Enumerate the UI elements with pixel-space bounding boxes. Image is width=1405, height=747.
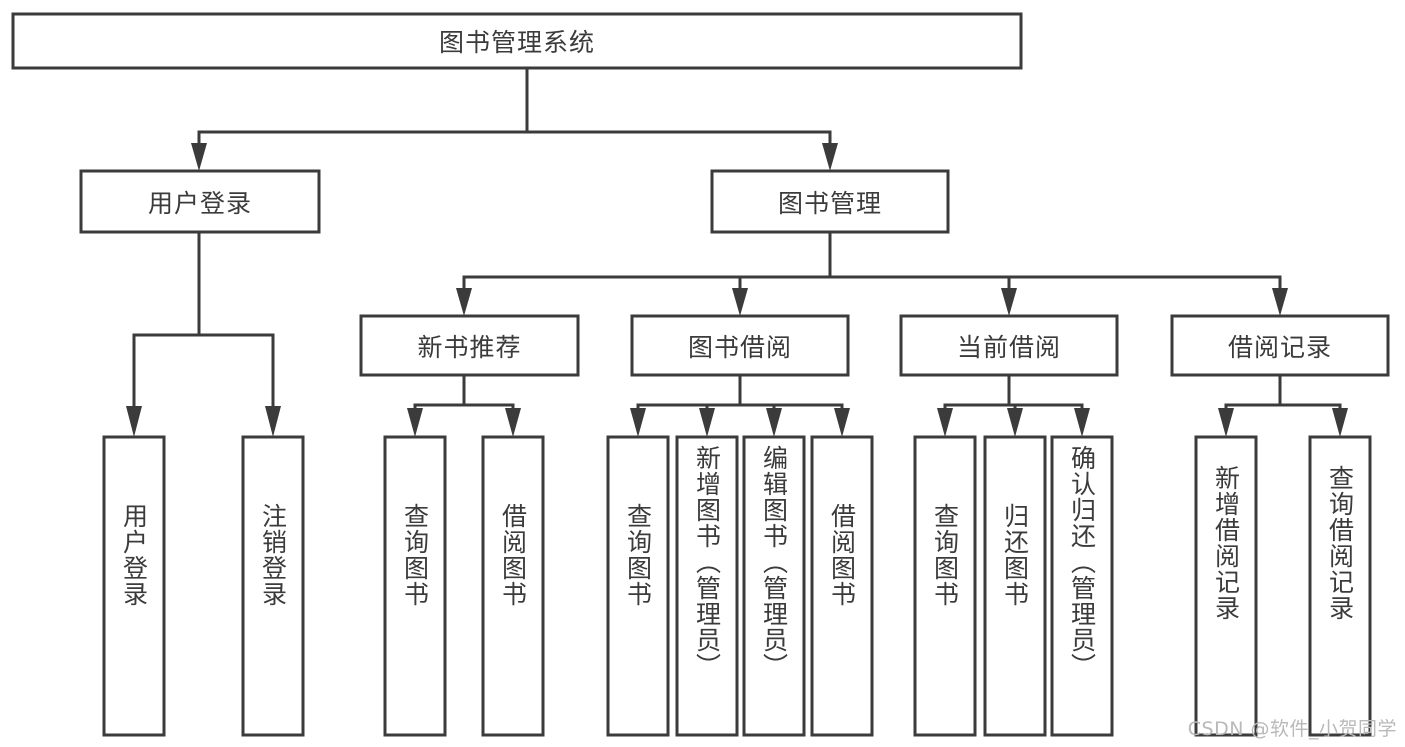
leaf-box-current-borrow-1[interactable] bbox=[983, 435, 1047, 737]
arrowhead-current-borrow-leaf-2 bbox=[1074, 408, 1090, 437]
arrowhead-book-management bbox=[822, 143, 838, 171]
arrowhead-current-borrow-leaf-1 bbox=[1007, 408, 1023, 437]
node-user-login[interactable] bbox=[79, 169, 321, 234]
arrowhead-user-login-leaf-0 bbox=[126, 406, 142, 437]
arrowhead-book-borrow-leaf-3 bbox=[834, 408, 850, 437]
arrowhead-book-borrow-leaf-2 bbox=[766, 408, 782, 437]
leaf-box-borrow-record-1[interactable] bbox=[1308, 435, 1372, 737]
arrowhead-new-book-leaf-0 bbox=[407, 408, 423, 437]
leaf-box-book-borrow-1[interactable] bbox=[675, 435, 739, 737]
arrowhead-user-login-leaf-1 bbox=[265, 406, 281, 437]
arrowhead-new-book-recommend bbox=[456, 288, 472, 316]
arrowhead-book-borrow bbox=[732, 288, 748, 316]
node-current-borrow[interactable] bbox=[899, 314, 1119, 377]
leaf-box-book-borrow-0[interactable] bbox=[606, 435, 670, 737]
node-book-management[interactable] bbox=[710, 169, 950, 234]
arrowhead-book-borrow-leaf-1 bbox=[699, 408, 715, 437]
leaf-box-user-login-0[interactable] bbox=[102, 435, 166, 737]
leaf-box-user-login-1[interactable] bbox=[241, 435, 305, 737]
leaf-box-book-borrow-3[interactable] bbox=[810, 435, 874, 737]
node-borrow-record[interactable] bbox=[1170, 314, 1390, 377]
leaf-box-borrow-record-0[interactable] bbox=[1194, 435, 1258, 737]
leaf-box-book-borrow-2[interactable] bbox=[742, 435, 806, 737]
leaf-box-current-borrow-2[interactable] bbox=[1050, 435, 1114, 737]
arrowhead-borrow-record-leaf-1 bbox=[1332, 408, 1348, 437]
arrowhead-current-borrow bbox=[1001, 288, 1017, 316]
arrowhead-new-book-leaf-1 bbox=[505, 408, 521, 437]
node-book-borrow[interactable] bbox=[630, 314, 850, 377]
leaf-box-current-borrow-0[interactable] bbox=[913, 435, 977, 737]
leaf-box-new-book-1[interactable] bbox=[481, 435, 545, 737]
node-root[interactable] bbox=[11, 12, 1023, 70]
arrowhead-borrow-record-leaf-0 bbox=[1218, 408, 1234, 437]
node-new-book-recommend[interactable] bbox=[359, 314, 580, 377]
leaf-box-new-book-0[interactable] bbox=[383, 435, 447, 737]
arrowhead-current-borrow-leaf-0 bbox=[937, 408, 953, 437]
arrowhead-book-borrow-leaf-0 bbox=[630, 408, 646, 437]
arrowhead-borrow-record bbox=[1272, 288, 1288, 316]
arrowhead-user-login bbox=[191, 143, 207, 171]
